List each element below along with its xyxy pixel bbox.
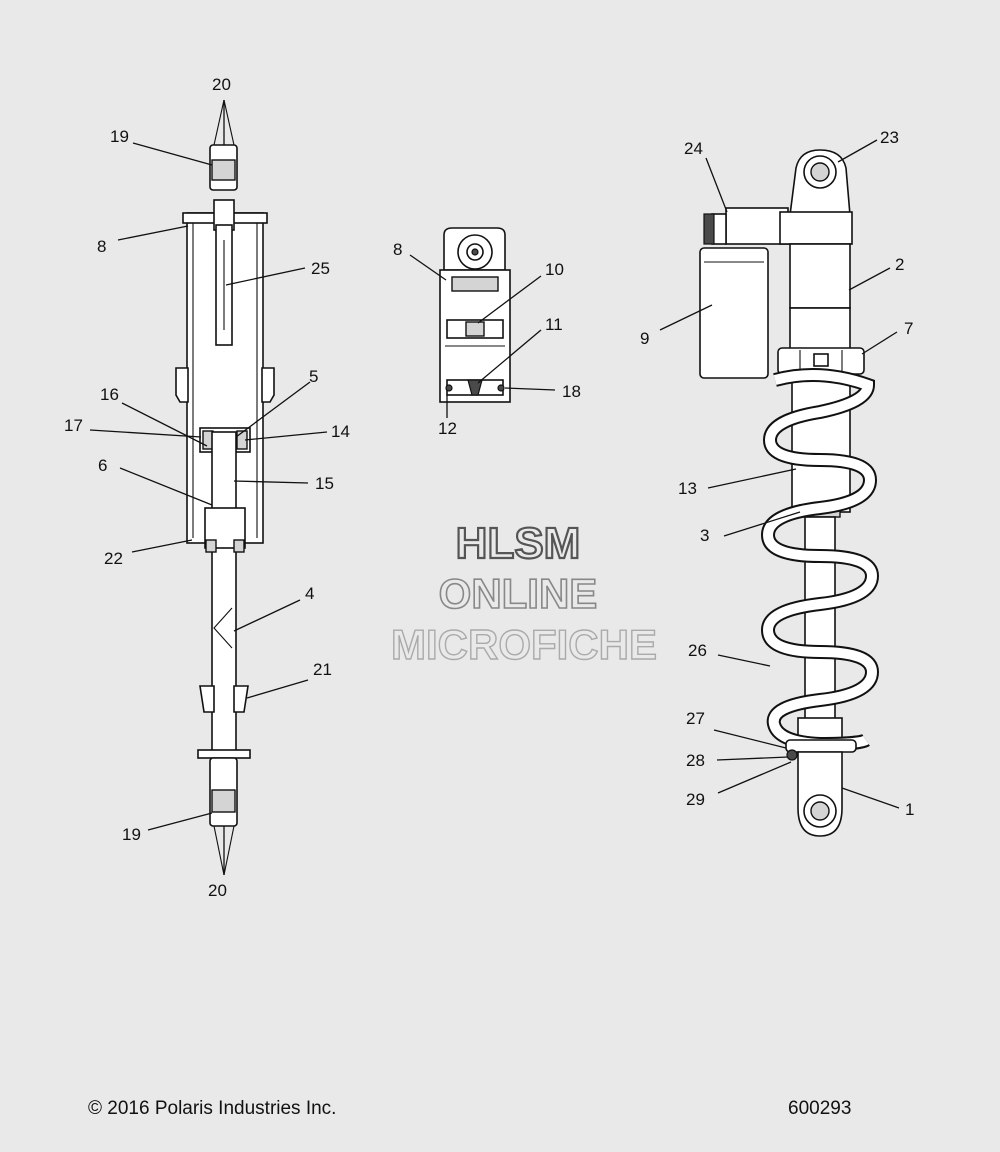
callout-19-bottom: 19 [122,825,141,844]
callout-27: 27 [686,709,705,728]
callout-14: 14 [331,422,350,441]
callout-10: 10 [545,260,564,279]
watermark: HLSM ONLINE MICROFICHE [390,518,657,669]
callout-21: 21 [313,660,332,679]
watermark-line-3: MICROFICHE [391,621,657,668]
callout-13: 13 [678,479,697,498]
callout-labels: 20 19 8 25 16 5 17 14 6 15 22 4 21 19 20… [64,75,914,900]
callout-23: 23 [880,128,899,147]
callout-7: 7 [904,319,913,338]
callout-20-top: 20 [212,75,231,94]
reservoir-cross-section [439,227,511,403]
callout-4: 4 [305,584,314,603]
callout-8-left: 8 [97,237,106,256]
shock-cross-section [175,99,275,876]
leader-lines [89,100,900,875]
callout-28: 28 [686,751,705,770]
callout-16: 16 [100,385,119,404]
callout-1: 1 [905,800,914,819]
callout-6: 6 [98,456,107,475]
callout-12: 12 [438,419,457,438]
watermark-line-2: ONLINE [439,570,598,617]
copyright-notice: © 2016 Polaris Industries Inc. [88,1098,337,1119]
drawing-number: 600293 [788,1098,852,1119]
callout-8-middle: 8 [393,240,402,259]
callout-3: 3 [700,526,709,545]
callout-11: 11 [545,315,563,334]
callout-18: 18 [562,382,581,401]
callout-22: 22 [104,549,123,568]
callout-2: 2 [895,255,904,274]
callout-26: 26 [688,641,707,660]
callout-5: 5 [309,367,318,386]
watermark-line-1: HLSM [456,519,581,568]
callout-20-bottom: 20 [208,881,227,900]
callout-29: 29 [686,790,705,809]
coilover-shock-assembly [699,149,880,837]
callout-24: 24 [684,139,703,158]
callout-19-top: 19 [110,127,129,146]
callout-9: 9 [640,329,649,348]
callout-25: 25 [311,259,330,278]
callout-17: 17 [64,416,83,435]
callout-15: 15 [315,474,334,493]
